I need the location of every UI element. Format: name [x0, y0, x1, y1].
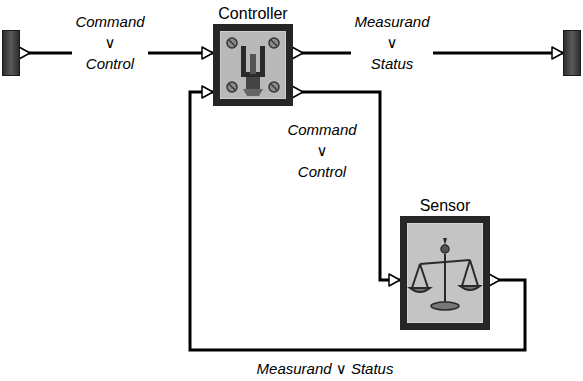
port-arrowhead [202, 47, 213, 59]
sink-block [563, 30, 581, 76]
signal-label: Command ∨ Control [284, 119, 359, 182]
port-arrowhead [202, 86, 213, 98]
source-block [2, 30, 20, 76]
signal-label: Measurand ∨ Status [351, 11, 432, 74]
box-frame [400, 216, 490, 330]
signal-label: Measurand ∨ Status [254, 358, 397, 379]
box-title: Controller [173, 4, 333, 24]
port-arrowhead [389, 274, 400, 286]
signal-label: Command ∨ Control [72, 11, 147, 74]
port-arrowhead [552, 47, 563, 59]
connector-line [190, 92, 525, 350]
port-arrowhead [292, 47, 303, 59]
sensor-scale-icon [400, 216, 490, 330]
port-arrowhead [19, 47, 30, 59]
signal-connector [190, 86, 525, 350]
box-title: Sensor [360, 196, 530, 216]
box-frame [213, 24, 293, 106]
controller-icon [213, 24, 293, 106]
signal-connector [292, 86, 400, 286]
port-arrowhead [292, 86, 303, 98]
port-arrowhead [489, 274, 500, 286]
controller-box: Controller [213, 4, 293, 106]
sensor-box: Sensor [400, 196, 490, 330]
